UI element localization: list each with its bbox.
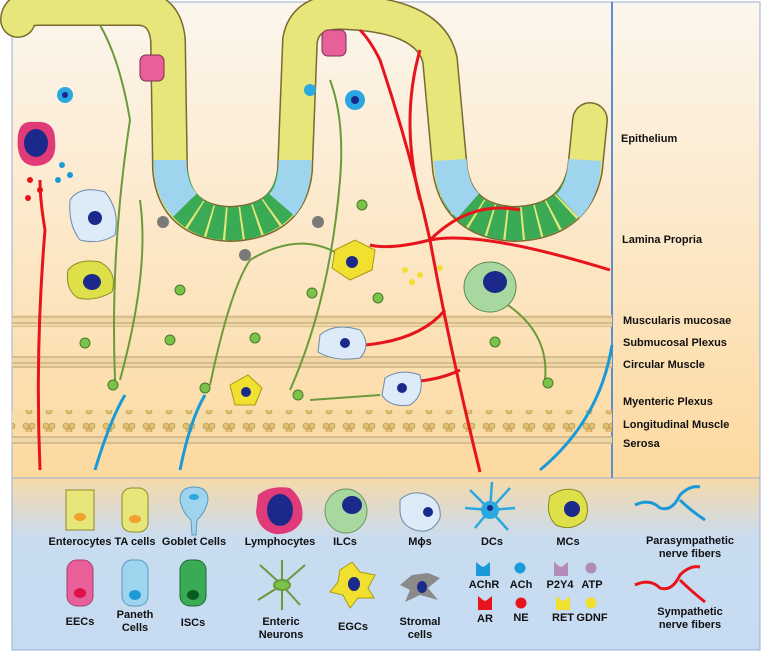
circular-muscle-band (12, 356, 612, 368)
legend-stromal-cells: Stromal cells (400, 573, 441, 641)
label-submucosal-plexus: Submucosal Plexus (623, 337, 727, 349)
svg-text:AChR: AChR (469, 579, 500, 591)
muscularis-mucosae-band (12, 315, 612, 327)
svg-text:cells: cells (408, 629, 432, 641)
svg-text:MCs: MCs (556, 536, 579, 548)
svg-text:ISCs: ISCs (181, 617, 205, 629)
enteric-neuron-fibers (99, 24, 547, 401)
epithelium-layer (0, 0, 608, 242)
legend-paneth-cells: Paneth Cells (117, 559, 154, 634)
legend-sympathetic: Sympathetic nerve fibers (634, 565, 723, 631)
legend-ilcs: ILCs (324, 488, 368, 548)
svg-text:TA cells: TA cells (115, 536, 156, 548)
legend-dcs: DCs (464, 481, 516, 548)
parasympathetic-nerve-fibers (93, 344, 614, 472)
label-epithelium: Epithelium (621, 133, 677, 145)
longitudinal-muscle-band (12, 410, 612, 432)
svg-text:Enterocytes: Enterocytes (49, 536, 112, 548)
svg-text:Lymphocytes: Lymphocytes (245, 536, 316, 548)
legend-enterocytes: Enterocytes (49, 489, 112, 548)
serosa-band (12, 436, 612, 444)
svg-text:Paneth: Paneth (117, 609, 154, 621)
svg-text:nerve fibers: nerve fibers (659, 548, 721, 560)
svg-text:EGCs: EGCs (338, 621, 368, 633)
legend-enteric-neurons: Enteric Neurons (257, 560, 306, 641)
tissue-cells (17, 84, 554, 406)
label-longitudinal-muscle: Longitudinal Muscle (623, 419, 729, 431)
svg-text:Stromal: Stromal (400, 616, 441, 628)
svg-text:Parasympathetic: Parasympathetic (646, 535, 734, 547)
svg-text:DCs: DCs (481, 536, 503, 548)
svg-text:Neurons: Neurons (259, 629, 304, 641)
svg-text:ILCs: ILCs (333, 536, 357, 548)
label-myenteric-plexus: Myenteric Plexus (623, 396, 713, 408)
label-circular-muscle: Circular Muscle (623, 359, 705, 371)
label-serosa: Serosa (623, 438, 661, 450)
eec-cell (139, 54, 165, 82)
legend-egcs: EGCs (329, 561, 376, 633)
legend-iscs: ISCs (179, 559, 207, 629)
svg-text:NE: NE (513, 612, 528, 624)
svg-text:P2Y4: P2Y4 (547, 579, 575, 591)
svg-text:Cells: Cells (122, 622, 148, 634)
svg-text:Sympathetic: Sympathetic (657, 606, 722, 618)
legend-goblet-cells: Goblet Cells (162, 486, 226, 548)
svg-text:Goblet Cells: Goblet Cells (162, 536, 226, 548)
svg-text:ATP: ATP (581, 579, 602, 591)
svg-text:nerve fibers: nerve fibers (659, 619, 721, 631)
legend-ta-cells: TA cells (115, 487, 156, 548)
legend-macrophages: Mϕs (399, 492, 441, 548)
legend-parasympathetic: Parasympathetic nerve fibers (634, 485, 734, 560)
label-muscularis-mucosae: Muscularis mucosae (623, 315, 731, 327)
legend-mcs: MCs (548, 488, 589, 548)
label-lamina-propria: Lamina Propria (622, 234, 703, 246)
svg-text:AR: AR (477, 613, 493, 625)
svg-text:Enteric: Enteric (262, 616, 299, 628)
svg-text:ACh: ACh (510, 579, 533, 591)
legend-eecs: EECs (66, 559, 95, 628)
legend-receptors-ligands: AChR ACh P2Y4 ATP AR NE RET GDNF (469, 562, 608, 625)
svg-text:RET: RET (552, 612, 574, 624)
eec-cell (321, 29, 347, 57)
legend-lymphocytes: Lymphocytes (245, 487, 316, 548)
svg-text:EECs: EECs (66, 616, 95, 628)
svg-text:GDNF: GDNF (576, 612, 607, 624)
svg-text:Mϕs: Mϕs (408, 536, 432, 548)
